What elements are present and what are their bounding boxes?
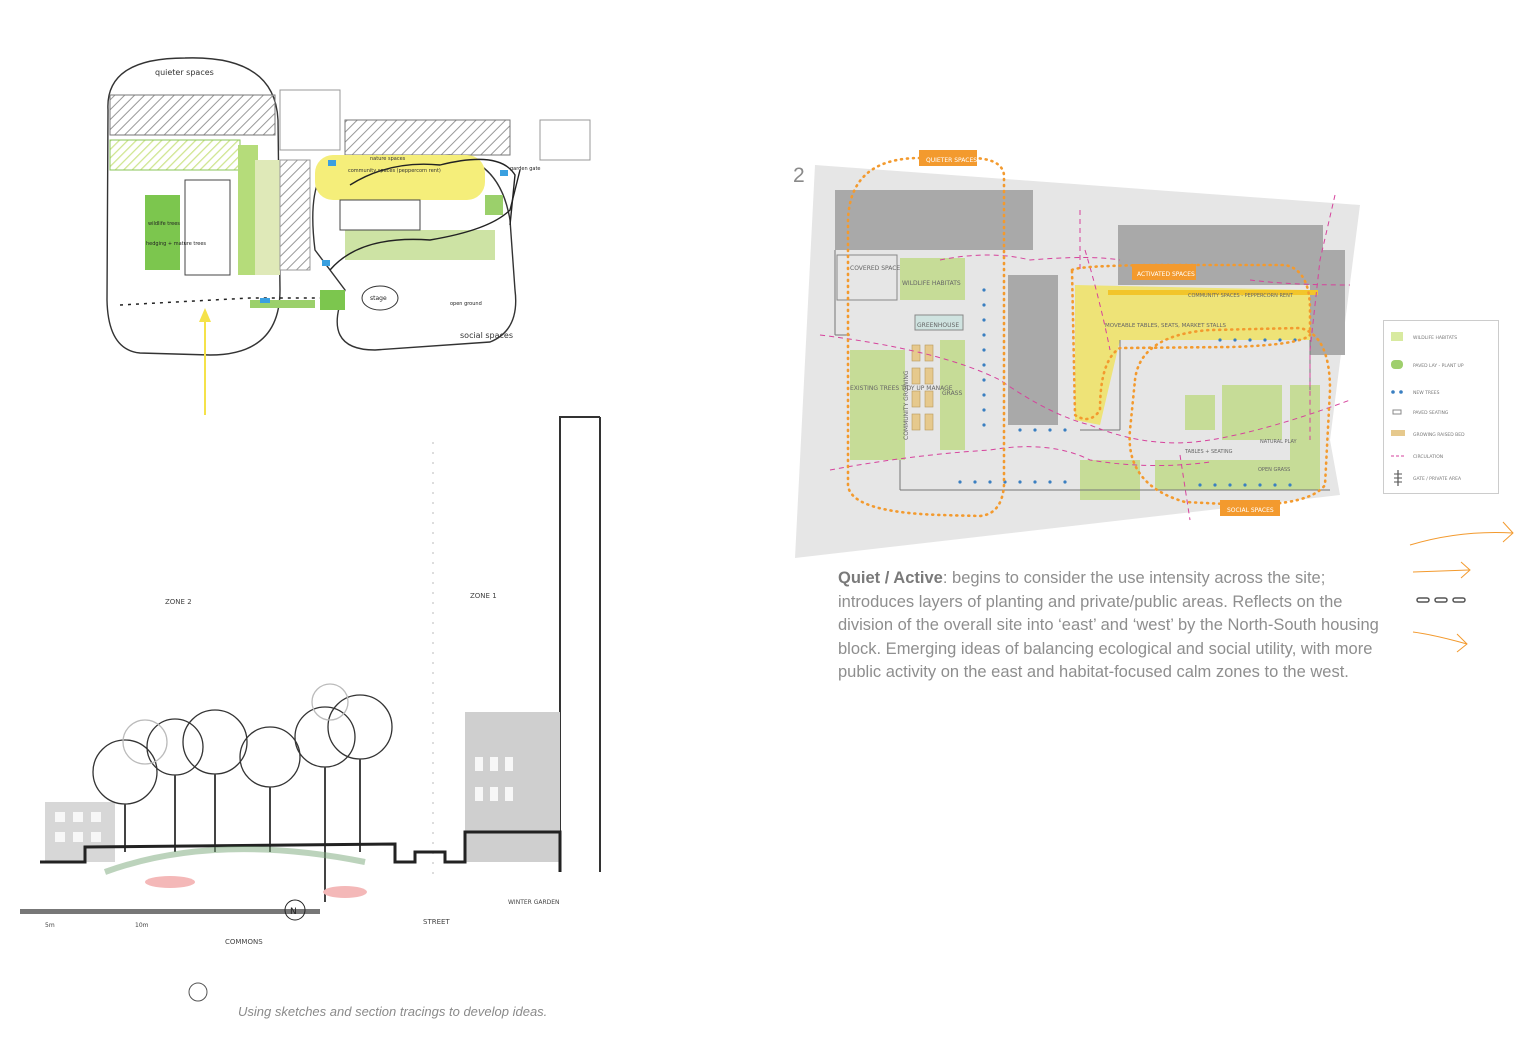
tag-activated: ACTIVATED SPACES bbox=[1137, 271, 1195, 278]
label-wildlife: WILDLIFE HABITATS bbox=[902, 280, 961, 287]
label-movable: MOVEABLE TABLES, SEATS, MARKET STALLS bbox=[1105, 323, 1227, 329]
legend-seat-swatch bbox=[1392, 409, 1402, 415]
section-street: STREET bbox=[423, 918, 450, 926]
label-greenhouse: GREENHOUSE bbox=[917, 322, 959, 329]
legend-label-1: PAVED LAY - PLANT UP bbox=[1413, 363, 1464, 369]
arrow-icon bbox=[1412, 631, 1468, 645]
label-community-spaces: COMMUNITY SPACES - PEPPERCORN RENT bbox=[1188, 293, 1294, 299]
label-open-grass: OPEN GRASS bbox=[1258, 467, 1290, 473]
label-grass: GRASS bbox=[942, 390, 962, 397]
scale-10m: 10m bbox=[135, 922, 149, 929]
arrow-icon bbox=[1412, 569, 1470, 573]
sketch-label-stage: stage bbox=[370, 295, 387, 302]
section-zone2: ZONE 2 bbox=[165, 598, 192, 606]
section-sketch: N ZONE 2 ZONE 1 COMMONS STREET WINTER GA… bbox=[20, 416, 601, 1002]
sketch-label-garden: garden gate bbox=[510, 166, 541, 172]
label-covered: COVERED SPACE bbox=[850, 265, 900, 272]
north-arrow-label: N bbox=[290, 907, 297, 917]
tag-social: SOCIAL SPACES bbox=[1227, 507, 1274, 514]
legend-hatch-swatch bbox=[1391, 332, 1403, 341]
tag-quieter: QUIETER SPACES bbox=[926, 157, 977, 164]
label-community-growing: COMMUNITY GROWING bbox=[903, 370, 910, 440]
section-commons: COMMONS bbox=[225, 938, 263, 946]
sketch-label-open: open ground bbox=[450, 301, 482, 307]
label-tables: TABLES + SEATING bbox=[1184, 449, 1233, 455]
description-body: : begins to consider the use intensity a… bbox=[838, 569, 1379, 681]
legend-label-6: GATE / PRIVATE AREA bbox=[1413, 476, 1462, 482]
scale-5m: 5m bbox=[45, 922, 55, 929]
diagram-number: 2 bbox=[793, 164, 805, 187]
figure-caption: Using sketches and section tracings to d… bbox=[238, 1004, 548, 1019]
site-diagram: QUIETER SPACES ACTIVATED SPACES SOCIAL S… bbox=[795, 150, 1360, 558]
legend-label-0: WILDLIFE HABITATS bbox=[1413, 335, 1457, 341]
sketch-label-quieter: quieter spaces bbox=[155, 68, 214, 77]
legend-bed-swatch bbox=[1391, 430, 1405, 436]
description-title: Quiet / Active bbox=[838, 569, 943, 587]
label-natural-play: NATURAL PLAY bbox=[1260, 439, 1298, 445]
sketch-label-community: community spaces (peppercorn rent) bbox=[348, 168, 441, 174]
sketch-label-wildlife: wildlife trees bbox=[148, 221, 180, 227]
sketch-label-hedging: hedging + mature trees bbox=[146, 241, 206, 247]
section-zone1: ZONE 1 bbox=[470, 592, 497, 600]
legend-label-4: GROWING RAISED BED bbox=[1413, 432, 1465, 438]
diagram-legend: WILDLIFE HABITATS PAVED LAY - PLANT UP N… bbox=[1383, 320, 1499, 494]
legend-label-3: PAVED SEATING bbox=[1413, 410, 1449, 416]
sketch-plan: quieter spaces social spaces nature spac… bbox=[106, 57, 591, 415]
legend-green-swatch bbox=[1391, 360, 1403, 369]
dash-icon bbox=[1416, 597, 1466, 603]
label-existing: EXISTING TREES TIDY UP MANAGE bbox=[850, 385, 953, 392]
description-text: Quiet / Active: begins to consider the u… bbox=[838, 567, 1398, 685]
sketch-label-social: social spaces bbox=[460, 331, 513, 340]
legend-label-5: CIRCULATION bbox=[1413, 454, 1443, 460]
section-winter-garden: WINTER GARDEN bbox=[508, 899, 560, 906]
arrow-icon bbox=[1409, 532, 1514, 546]
legend-label-2: NEW TREES bbox=[1413, 390, 1440, 396]
arrow-samples bbox=[1409, 521, 1514, 653]
sketch-label-nature: nature spaces bbox=[370, 156, 406, 162]
